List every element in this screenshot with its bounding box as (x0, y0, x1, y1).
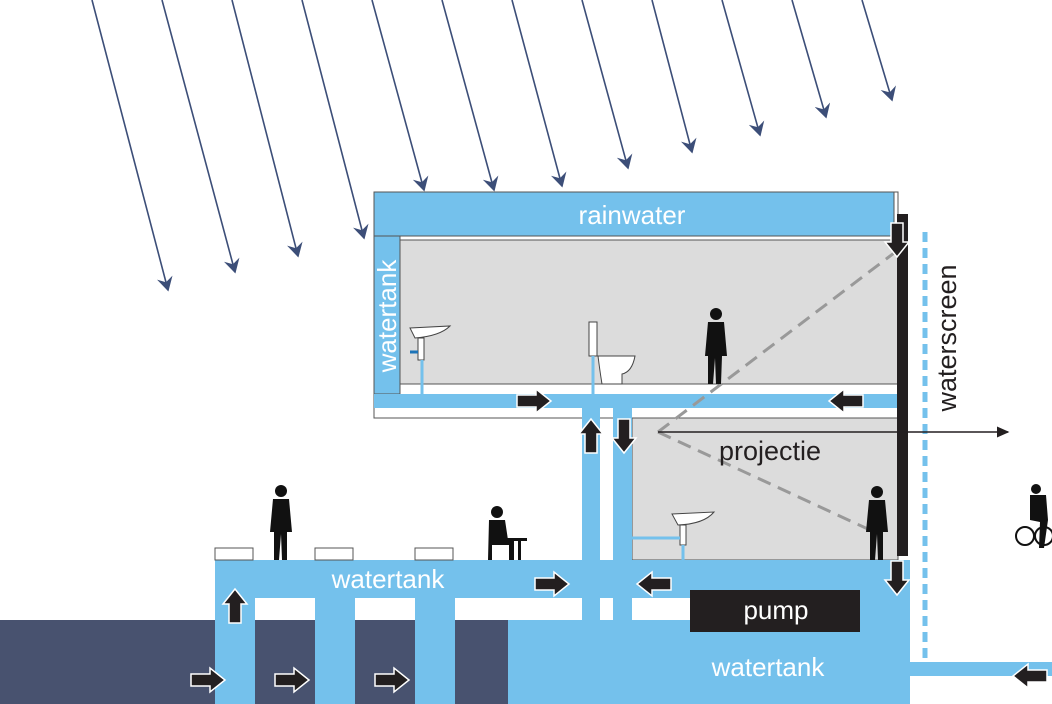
riser-pipe-up (582, 408, 600, 704)
arrow-down-icon (883, 222, 911, 259)
rain-lines (91, 0, 896, 292)
rain-line (301, 0, 369, 240)
pillar-2 (315, 598, 355, 704)
rainwater-label: rainwater (579, 200, 686, 230)
arrow-right-icon (516, 387, 553, 415)
arrow-left-icon (635, 570, 672, 598)
waterscreen-label: waterscreen (932, 264, 962, 412)
rain-line (721, 0, 765, 137)
person-silhouette (705, 308, 727, 384)
rain-line (791, 0, 831, 119)
watertank-vertical (373, 235, 401, 395)
arrow-up-icon (577, 417, 605, 454)
rain-line (511, 0, 567, 188)
riser-pipe-down (613, 408, 632, 704)
rain-line (861, 0, 896, 102)
projectie-label: projectie (719, 436, 821, 466)
planter (314, 547, 354, 561)
watertank-label: watertank (372, 259, 402, 374)
arrow-right-icon (374, 666, 411, 694)
rain-line (441, 0, 499, 192)
pump (690, 590, 860, 632)
rainwater-tank (373, 191, 895, 237)
person-silhouette (270, 485, 292, 560)
arrow-right-icon (190, 666, 227, 694)
cyclist-silhouette (1015, 484, 1052, 548)
planter (414, 547, 454, 561)
arrow-left-icon (827, 387, 864, 415)
pump-label: pump (743, 595, 808, 625)
watertank-lower (508, 620, 910, 704)
arrow-down-icon (610, 418, 638, 455)
rain-line (231, 0, 303, 258)
toilet-icon (588, 321, 636, 394)
watertank-label: watertank (331, 564, 446, 594)
watertank-label: watertank (711, 652, 826, 682)
upper-room (399, 239, 899, 385)
sink-icon (632, 511, 716, 560)
rain-line (91, 0, 173, 292)
rain-line (651, 0, 697, 154)
rain-line (581, 0, 633, 170)
lower-room (631, 417, 899, 561)
flow-arrows (190, 222, 1048, 694)
seated-person-silhouette (488, 506, 527, 560)
projection-line (657, 248, 899, 434)
arrow-right-icon (534, 570, 571, 598)
pillar-3 (415, 598, 455, 704)
arrow-up-icon (221, 587, 249, 624)
arrow-left-icon (1011, 662, 1048, 690)
sink-icon (409, 325, 452, 394)
floor-pipe (374, 394, 898, 408)
arrow-down-icon (883, 560, 911, 597)
rain-line (161, 0, 240, 274)
arrow-right-icon (274, 666, 311, 694)
right-connector (860, 598, 910, 620)
rain-line (371, 0, 429, 192)
projection-line (657, 430, 871, 532)
person-silhouette (866, 486, 888, 560)
waterscreen-bar (897, 214, 908, 556)
planter (214, 547, 254, 561)
